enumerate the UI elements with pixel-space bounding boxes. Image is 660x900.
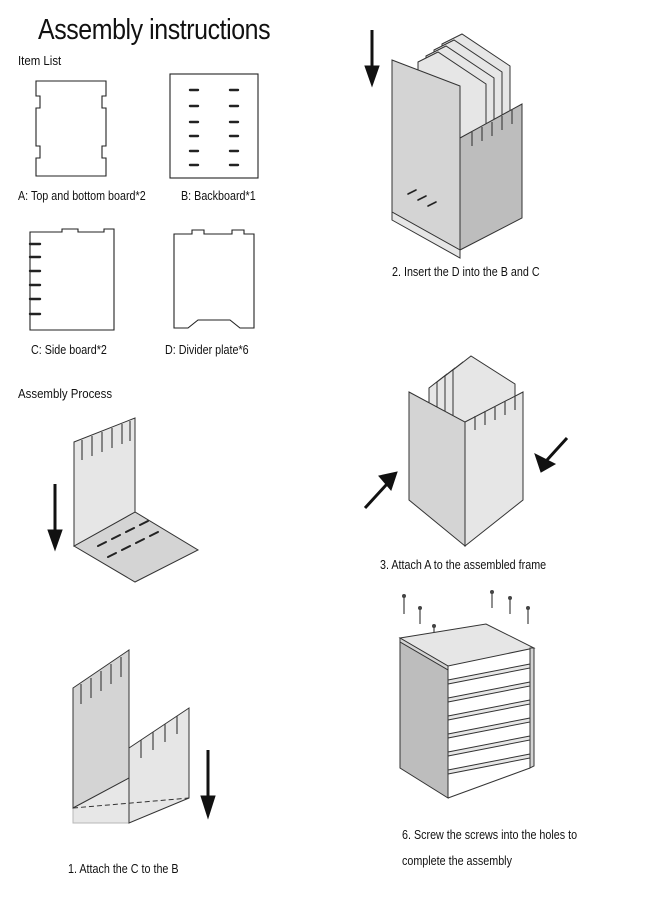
step-6-caption-line1: 6. Screw the screws into the holes to xyxy=(402,828,578,842)
step-1-caption: 1. Attach the C to the B xyxy=(68,862,179,876)
step6-drawing xyxy=(398,590,536,799)
item-d-label: D: Divider plate*6 xyxy=(165,343,249,357)
page-title: Assembly instructions xyxy=(38,14,271,46)
top-bottom-board-drawing xyxy=(35,80,107,177)
step2-drawing xyxy=(364,30,523,259)
side-board-drawing xyxy=(28,228,115,331)
step1a-drawing xyxy=(47,417,200,583)
step1-drawing xyxy=(72,649,216,824)
backboard-drawing xyxy=(169,73,259,179)
assembly-process-heading: Assembly Process xyxy=(18,386,113,401)
step3-drawing xyxy=(363,355,569,548)
step-2-caption: 2. Insert the D into the B and C xyxy=(392,265,540,279)
item-c-label: C: Side board*2 xyxy=(31,343,107,357)
step-6-caption-line2: complete the assembly xyxy=(402,854,512,868)
item-a-label: A: Top and bottom board*2 xyxy=(18,189,146,203)
item-b-label: B: Backboard*1 xyxy=(181,189,256,203)
item-list-heading: Item List xyxy=(18,53,62,68)
step-3-caption: 3. Attach A to the assembled frame xyxy=(380,558,547,572)
divider-plate-drawing xyxy=(173,229,255,329)
